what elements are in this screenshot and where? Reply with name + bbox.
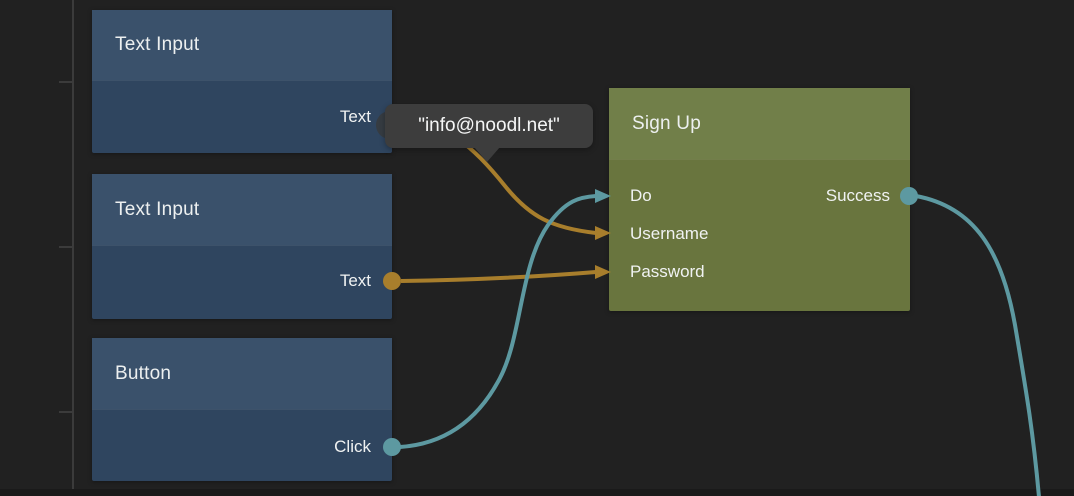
node-text-input-1[interactable]: Text Input Text — [92, 10, 392, 153]
connection-value-tooltip: "info@noodl.net" — [385, 104, 593, 162]
output-port-label-click: Click — [334, 437, 371, 456]
input-port-label-do: Do — [630, 186, 652, 205]
output-port-label-text: Text — [339, 271, 371, 290]
node-button[interactable]: Button Click — [92, 338, 392, 481]
node-header: Sign Up — [609, 88, 910, 159]
node-title: Text Input — [115, 198, 200, 220]
wire-success-out[interactable] — [915, 194, 1041, 496]
arrowhead-username-input — [595, 226, 611, 240]
output-port-label-text: Text — [339, 107, 371, 126]
ruler-tick — [59, 411, 73, 413]
node-body — [92, 80, 392, 153]
wire-text2-to-password[interactable] — [400, 270, 597, 283]
port-button-click[interactable] — [383, 438, 401, 456]
node-title: Sign Up — [632, 112, 701, 134]
node-header: Text Input — [92, 174, 392, 245]
input-port-label-username: Username — [630, 224, 709, 243]
ruler-tick — [59, 246, 73, 248]
node-title: Button — [115, 362, 172, 384]
ruler-guide-line — [72, 0, 74, 496]
node-body — [92, 245, 392, 319]
output-port-label-success: Success — [825, 186, 890, 205]
port-text-input-2-text[interactable] — [383, 272, 401, 290]
node-header: Text Input — [92, 10, 392, 80]
tooltip-caret — [474, 147, 500, 162]
tooltip-value-text: "info@noodl.net" — [418, 115, 560, 136]
node-body — [609, 159, 910, 311]
ruler-tick — [59, 81, 73, 83]
node-title: Text Input — [115, 34, 200, 55]
wire-click-to-do[interactable] — [399, 194, 597, 449]
port-sign-up-success[interactable] — [900, 187, 918, 205]
arrowhead-do-input — [595, 189, 611, 203]
node-sign-up[interactable]: Sign Up Do Username Password Success — [609, 88, 910, 311]
node-body — [92, 409, 392, 481]
arrowhead-password-input — [595, 265, 611, 279]
node-text-input-2[interactable]: Text Input Text — [92, 174, 392, 319]
input-port-label-password: Password — [630, 262, 705, 281]
node-header: Button — [92, 338, 392, 409]
bottom-edge-strip — [0, 489, 1074, 496]
